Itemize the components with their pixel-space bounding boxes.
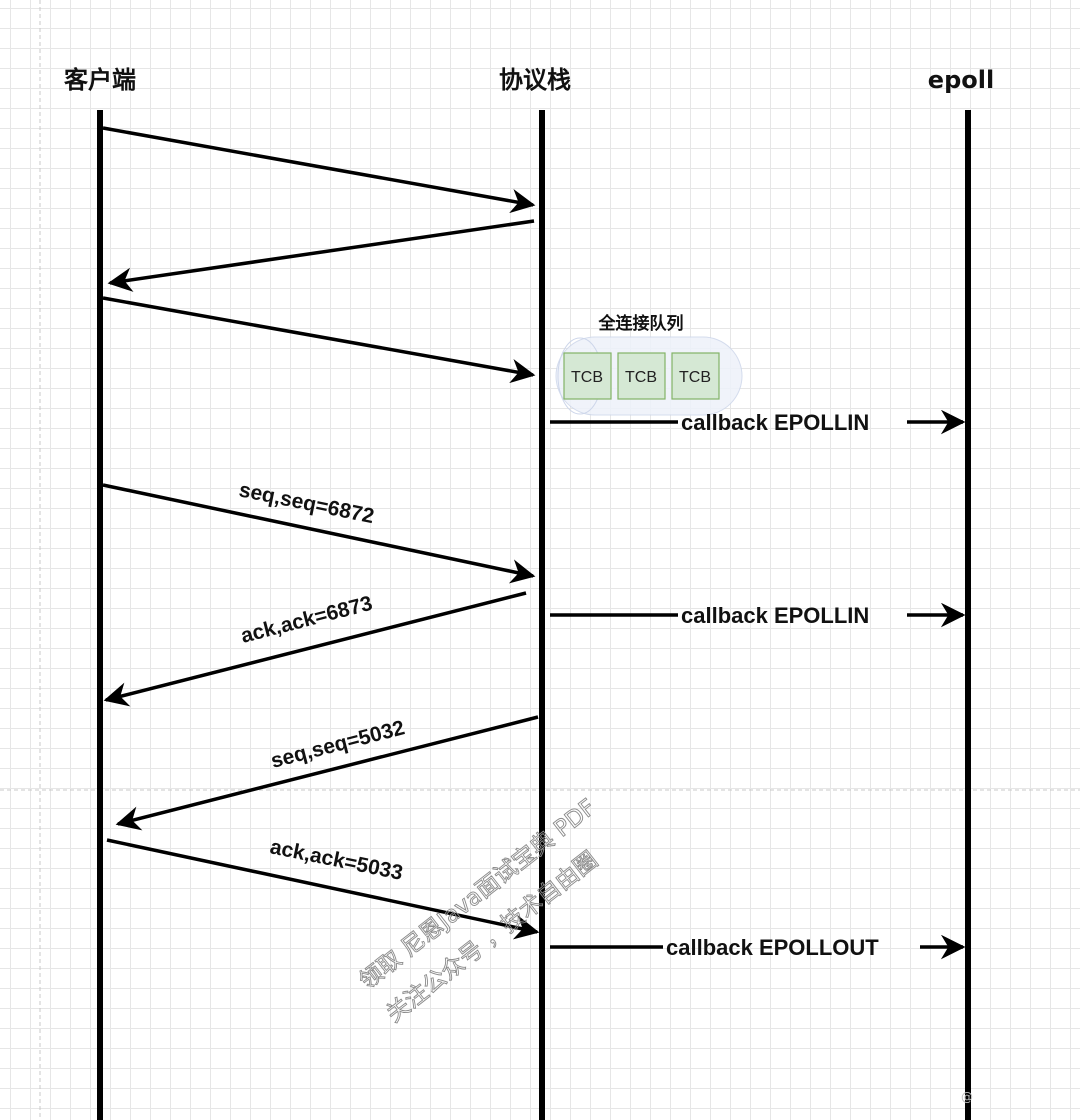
callback-read-label: callback EPOLLIN [681,603,869,628]
lane-title-stack: 协议栈 [499,66,571,94]
callback-accept-label: callback EPOLLIN [681,410,869,435]
handshake-ack-arrow [102,296,536,384]
handshake-synack-arrow [107,219,535,292]
data-ack-arrow [103,591,527,707]
reply-seq-arrow [115,715,539,831]
lane-title-client: 客户端 [64,66,136,94]
data-ack-label: ack,ack=6873 [238,592,374,648]
accept-queue-title: 全连接队列 [598,313,684,334]
data-seq-label: seq,seq=6872 [237,478,376,528]
reply-ack-arrow [106,838,540,940]
reply-seq-label: seq,seq=5032 [268,716,407,773]
tcb-box-3 [671,352,720,400]
data-seq-arrow [102,483,536,584]
tcb-label-2: TCB [625,369,657,386]
callback-write-label: callback EPOLLOUT [666,935,879,960]
lane-title-epoll: epoll [928,66,994,94]
handshake-syn-arrow [102,126,536,214]
tcb-label-1: TCB [571,369,603,386]
watermark-corner-mark: @ [961,1090,973,1104]
tcb-label-3: TCB [679,369,711,386]
tcb-box-2 [617,352,666,400]
tcb-box-1 [563,352,612,400]
